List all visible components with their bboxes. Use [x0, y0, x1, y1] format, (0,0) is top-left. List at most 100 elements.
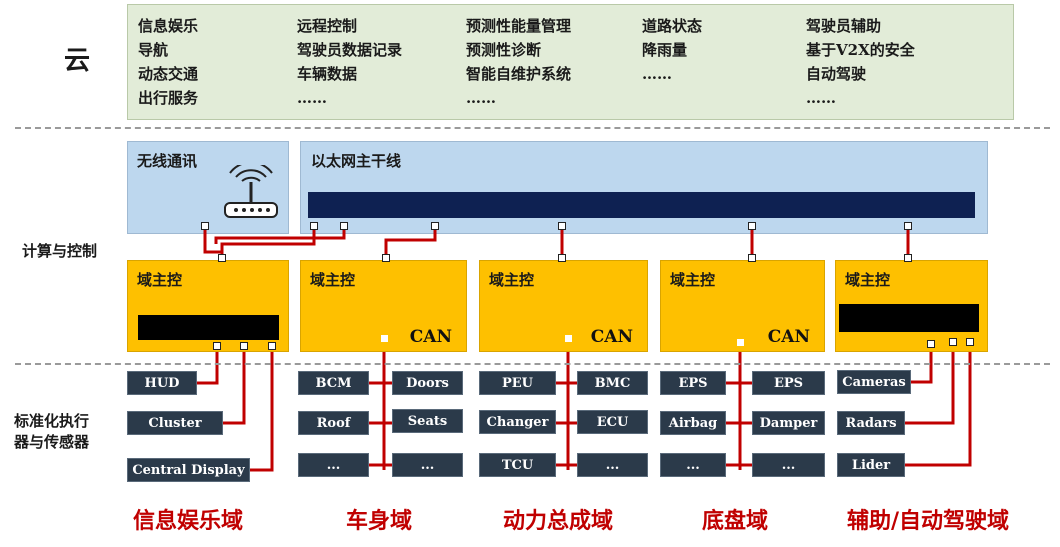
device-lider: Lider	[837, 453, 905, 477]
ethernet-backbone-box	[300, 141, 988, 234]
device-peu: PEU	[479, 371, 556, 395]
device-other: ...	[577, 453, 648, 477]
infotainment-domain-controller: 域主控	[127, 260, 289, 352]
cloud-item: ……	[466, 89, 496, 107]
controller-chip-bar	[839, 304, 979, 332]
backbone-port	[340, 222, 348, 230]
cloud-item: 降雨量	[642, 41, 688, 59]
controller-chip-bar	[138, 315, 279, 340]
cloud-column-infotainment: 信息娱乐 导航 动态交通 出行服务	[138, 14, 198, 110]
cloud-item: 智能自维护系统	[466, 65, 572, 83]
cloud-item: ……	[297, 89, 327, 107]
domain-controller-title: 域主控	[489, 271, 535, 289]
cloud-item: 预测性能量管理	[466, 17, 572, 35]
controller-port	[382, 254, 390, 262]
backbone-port	[310, 222, 318, 230]
controller-port	[218, 254, 226, 262]
device-seats: Seats	[392, 409, 463, 433]
cloud-column-road: 道路状态 降雨量 ……	[642, 14, 702, 86]
device-other: ...	[392, 453, 463, 477]
domain-controller-title: 域主控	[310, 271, 356, 289]
domain-name-chassis: 底盘域	[702, 508, 769, 534]
controller-port	[558, 254, 566, 262]
cloud-item: 信息娱乐	[138, 17, 199, 35]
device-other: ...	[660, 453, 726, 477]
can-port	[381, 335, 388, 342]
device-eps: EPS	[752, 371, 825, 395]
domain-name-powertrain: 动力总成域	[503, 508, 614, 534]
cloud-item: 预测性诊断	[466, 41, 542, 59]
cloud-item: 基于V2X的安全	[806, 41, 915, 59]
backbone-port	[748, 222, 756, 230]
cloud-item: 自动驾驶	[806, 65, 867, 83]
controller-port	[927, 340, 935, 348]
device-other: ...	[752, 453, 825, 477]
can-port	[737, 339, 744, 346]
backbone-port	[904, 222, 912, 230]
domain-controller-title: 域主控	[845, 271, 891, 289]
cloud-item: 驾驶员数据记录	[297, 41, 403, 59]
compute-actuator-separator	[15, 363, 1050, 365]
cloud-item: 导航	[138, 41, 169, 59]
controller-port	[904, 254, 912, 262]
backbone-port	[558, 222, 566, 230]
actuator-layer-label: 标准化执行 器与传感器	[14, 411, 89, 453]
compute-layer-label: 计算与控制	[22, 242, 98, 260]
device-hud: HUD	[127, 371, 197, 395]
domain-name-body: 车身域	[346, 508, 413, 534]
device-ecu: ECU	[577, 410, 648, 434]
controller-port	[213, 342, 221, 350]
backbone-port	[431, 222, 439, 230]
device-other: ...	[298, 453, 369, 477]
device-changer: Changer	[479, 410, 556, 434]
cloud-item: 车辆数据	[297, 65, 358, 83]
cloud-item: 远程控制	[297, 17, 358, 35]
ethernet-backbone-title: 以太网主干线	[311, 152, 402, 170]
cloud-column-predictive: 预测性能量管理 预测性诊断 智能自维护系统 ……	[466, 14, 571, 110]
wireless-router-icon	[224, 165, 278, 218]
device-bcm: BCM	[298, 371, 369, 395]
wireless-comm-title: 无线通讯	[137, 152, 198, 170]
device-tcu: TCU	[479, 453, 556, 477]
device-cluster: Cluster	[127, 411, 223, 435]
cloud-item: 道路状态	[642, 17, 703, 35]
cloud-services-box: 信息娱乐 导航 动态交通 出行服务 远程控制 驾驶员数据记录 车辆数据 …… 预…	[127, 4, 1014, 120]
cloud-item: ……	[806, 89, 836, 107]
device-doors: Doors	[392, 371, 463, 395]
domain-controller-title: 域主控	[670, 271, 716, 289]
cloud-item: 出行服务	[138, 89, 199, 107]
cloud-item: 驾驶员辅助	[806, 17, 882, 35]
device-cameras: Cameras	[837, 370, 911, 394]
domain-name-adas: 辅助/自动驾驶域	[847, 508, 1010, 534]
device-central-display: Central Display	[127, 458, 250, 482]
chassis-domain-controller: 域主控 CAN	[660, 260, 825, 352]
device-eps: EPS	[660, 371, 726, 395]
controller-port	[949, 338, 957, 346]
can-bus-label: CAN	[767, 327, 810, 347]
can-port	[565, 335, 572, 342]
device-bmc: BMC	[577, 371, 648, 395]
adas-domain-controller: 域主控	[835, 260, 988, 352]
cloud-item: 动态交通	[138, 65, 199, 83]
actuator-label-line: 器与传感器	[14, 433, 90, 451]
cloud-column-remote: 远程控制 驾驶员数据记录 车辆数据 ……	[297, 14, 402, 110]
ethernet-bus-bar	[308, 192, 975, 218]
domain-controller-title: 域主控	[137, 271, 183, 289]
cloud-compute-separator	[15, 127, 1050, 129]
can-bus-label: CAN	[409, 327, 452, 347]
domain-name-infotainment: 信息娱乐域	[133, 508, 244, 534]
actuator-label-line: 标准化执行	[14, 412, 90, 430]
device-damper: Damper	[752, 411, 825, 435]
controller-port	[748, 254, 756, 262]
cloud-item: ……	[642, 65, 672, 83]
controller-port	[268, 342, 276, 350]
device-airbag: Airbag	[660, 411, 726, 435]
cloud-layer-label: 云	[64, 46, 91, 76]
can-bus-label: CAN	[590, 327, 633, 347]
wireless-port	[201, 222, 209, 230]
device-radars: Radars	[837, 411, 905, 435]
cloud-column-driving: 驾驶员辅助 基于V2X的安全 自动驾驶 ……	[806, 14, 915, 110]
powertrain-domain-controller: 域主控 CAN	[479, 260, 648, 352]
wireless-comm-box	[127, 141, 289, 234]
